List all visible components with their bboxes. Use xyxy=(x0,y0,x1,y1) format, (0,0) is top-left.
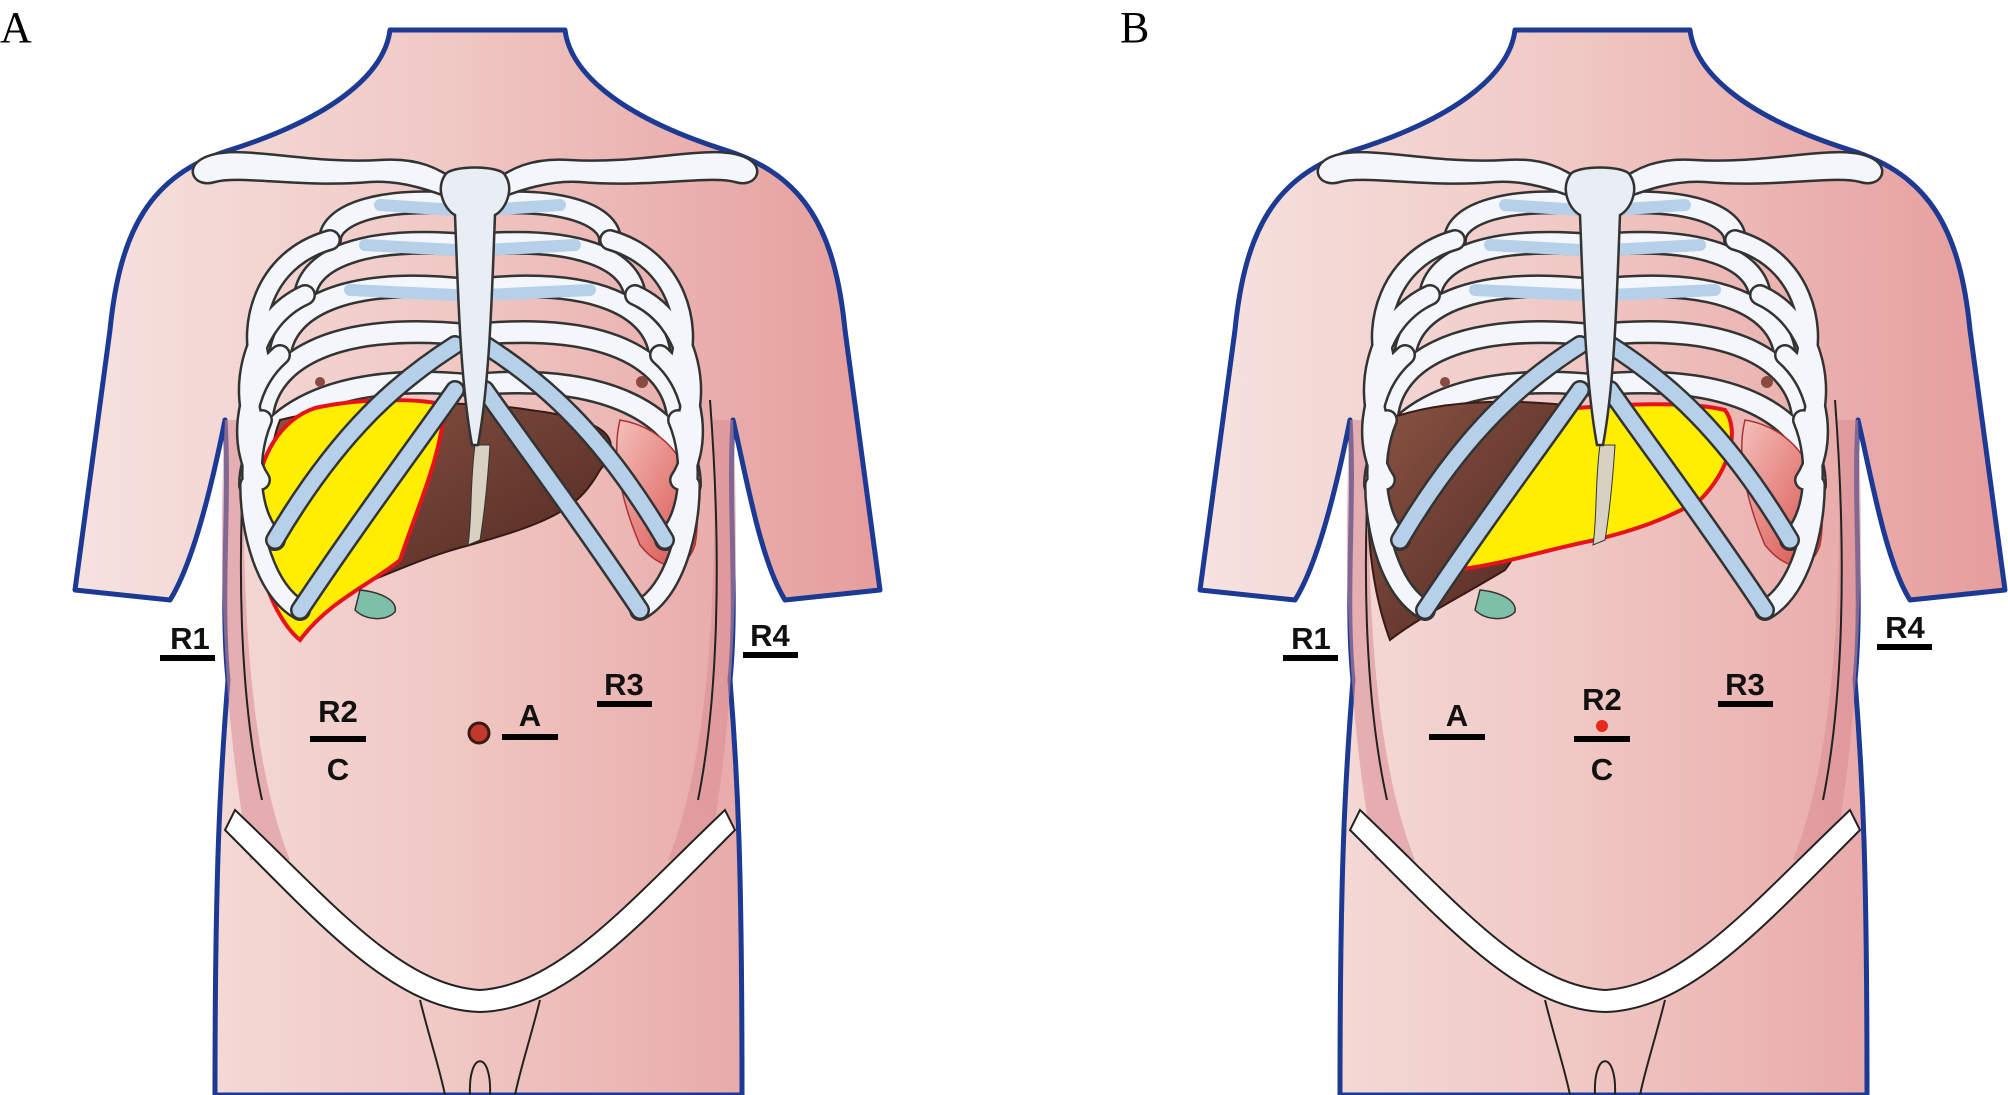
port-r1-label: R1 xyxy=(170,621,210,656)
port-a-marker xyxy=(502,734,558,740)
panel-letter: A xyxy=(0,3,32,52)
panel-letter: B xyxy=(1120,3,1149,52)
port-r3-label: R3 xyxy=(604,667,644,702)
umbilicus-marker xyxy=(467,721,491,745)
port-labels: R1 R2 C A R3 R4 xyxy=(160,618,798,787)
port-r4-label: R4 xyxy=(750,618,790,653)
port-r2-label: R2 xyxy=(318,694,358,729)
port-r3-label: R3 xyxy=(1725,667,1765,702)
port-r3-marker xyxy=(597,701,652,707)
port-r4-label: R4 xyxy=(1885,610,1925,645)
port-c-label: C xyxy=(327,752,349,787)
port-r1-label: R1 xyxy=(1291,621,1331,656)
port-a-marker xyxy=(1429,734,1485,740)
port-r2-label: R2 xyxy=(1582,682,1622,717)
port-r1-marker xyxy=(160,655,215,661)
port-r2-marker xyxy=(1574,736,1630,742)
port-r3-marker xyxy=(1718,701,1773,707)
port-r1-marker xyxy=(1283,655,1338,661)
port-r4-marker xyxy=(1877,644,1932,650)
port-c-label: C xyxy=(1591,752,1613,787)
port-r4-marker xyxy=(743,652,798,658)
umbilicus-marker xyxy=(1596,720,1608,732)
panel-b: B R1 A R2 xyxy=(1120,3,2005,1095)
panel-a: A R1 R2 xyxy=(0,3,880,1095)
port-a-label: A xyxy=(1446,698,1468,733)
port-labels: R1 A R2 C R3 R4 xyxy=(1283,610,1932,787)
port-a-label: A xyxy=(519,698,541,733)
port-r2-marker xyxy=(310,736,366,742)
